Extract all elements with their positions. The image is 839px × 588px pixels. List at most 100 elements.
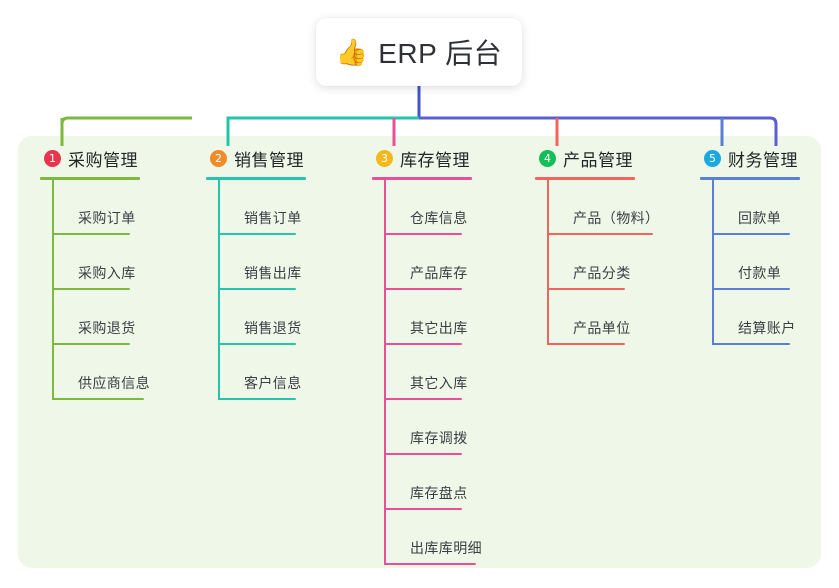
leaf-label: 产品单位: [573, 320, 631, 336]
leaf-item[interactable]: 采购入库: [52, 235, 150, 290]
leaf-item[interactable]: 回款单: [712, 180, 800, 235]
leaf-label: 采购入库: [78, 265, 136, 281]
column-rule-4: [535, 177, 635, 180]
leaf-rule: [712, 288, 790, 290]
leaf-rule: [547, 233, 653, 235]
leaf-list-3: 仓库信息产品库存其它出库其它入库库存调拨库存盘点出库库明细: [372, 180, 482, 565]
leaf-list-1: 采购订单采购入库采购退货供应商信息: [40, 180, 150, 400]
leaf-item[interactable]: 产品单位: [547, 290, 659, 345]
leaf-label: 付款单: [738, 265, 782, 281]
column-header-1[interactable]: 1 采购管理: [40, 145, 150, 171]
column-title-1: 采购管理: [68, 150, 138, 170]
leaf-label: 结算账户: [738, 320, 796, 336]
column-spine-2: [218, 180, 220, 400]
leaf-item[interactable]: 出库库明细: [384, 510, 482, 565]
leaf-label: 仓库信息: [410, 210, 468, 226]
leaf-rule: [384, 563, 476, 565]
column-rule-3: [372, 177, 472, 180]
leaf-label: 其它出库: [410, 320, 468, 336]
leaf-list-5: 回款单付款单结算账户: [700, 180, 800, 345]
leaf-list-2: 销售订单销售出库销售退货客户信息: [206, 180, 306, 400]
leaf-item[interactable]: 销售出库: [218, 235, 306, 290]
leaf-item[interactable]: 销售订单: [218, 180, 306, 235]
thumbs-up-icon: 👍: [335, 37, 369, 67]
column-title-3: 库存管理: [400, 150, 470, 170]
leaf-rule: [712, 343, 790, 345]
column-2: 2 销售管理销售订单销售出库销售退货客户信息: [206, 145, 306, 400]
column-badge-5: 5: [704, 149, 721, 167]
leaf-item[interactable]: 销售退货: [218, 290, 306, 345]
root-node-title: ERP 后台: [378, 38, 503, 69]
leaf-label: 客户信息: [244, 375, 302, 391]
leaf-rule: [52, 288, 130, 290]
column-header-4[interactable]: 4 产品管理: [535, 145, 659, 171]
leaf-rule: [547, 288, 625, 290]
leaf-label: 产品分类: [573, 265, 631, 281]
column-3: 3 库存管理仓库信息产品库存其它出库其它入库库存调拨库存盘点出库库明细: [372, 145, 482, 565]
column-rule-5: [700, 177, 800, 180]
leaf-rule: [547, 343, 625, 345]
leaf-item[interactable]: 采购订单: [52, 180, 150, 235]
column-badge-2: 2: [210, 149, 227, 167]
column-spine-5: [712, 180, 714, 345]
column-header-3[interactable]: 3 库存管理: [372, 145, 482, 171]
leaf-rule: [384, 233, 462, 235]
leaf-label: 销售订单: [244, 210, 302, 226]
leaf-rule: [384, 288, 462, 290]
leaf-rule: [384, 343, 462, 345]
leaf-label: 采购退货: [78, 320, 136, 336]
root-node-card[interactable]: 👍 ERP 后台: [316, 18, 522, 86]
leaf-label: 库存盘点: [410, 485, 468, 501]
leaf-item[interactable]: 付款单: [712, 235, 800, 290]
leaf-item[interactable]: 客户信息: [218, 345, 306, 400]
column-rule-1: [40, 177, 140, 180]
leaf-item[interactable]: 产品库存: [384, 235, 482, 290]
column-badge-4: 4: [539, 149, 556, 167]
leaf-label: 库存调拨: [410, 430, 468, 446]
leaf-item[interactable]: 产品（物料）: [547, 180, 659, 235]
column-header-2[interactable]: 2 销售管理: [206, 145, 306, 171]
leaf-label: 产品库存: [410, 265, 468, 281]
diagram-background-panel: [18, 136, 821, 568]
leaf-label: 供应商信息: [78, 375, 150, 391]
leaf-item[interactable]: 采购退货: [52, 290, 150, 345]
leaf-rule: [52, 233, 130, 235]
leaf-item[interactable]: 结算账户: [712, 290, 800, 345]
leaf-item[interactable]: 仓库信息: [384, 180, 482, 235]
leaf-label: 其它入库: [410, 375, 468, 391]
leaf-rule: [218, 398, 296, 400]
leaf-item[interactable]: 其它入库: [384, 345, 482, 400]
column-badge-3: 3: [376, 149, 393, 167]
column-title-4: 产品管理: [563, 150, 633, 170]
column-4: 4 产品管理产品（物料） 产品分类产品单位: [535, 145, 659, 345]
leaf-item[interactable]: 产品分类: [547, 235, 659, 290]
leaf-rule: [384, 508, 462, 510]
leaf-label: 采购订单: [78, 210, 136, 226]
leaf-rule: [384, 398, 462, 400]
column-spine-3: [384, 180, 386, 565]
leaf-rule: [712, 233, 790, 235]
leaf-label: 销售退货: [244, 320, 302, 336]
column-rule-2: [206, 177, 306, 180]
leaf-item[interactable]: 库存盘点: [384, 455, 482, 510]
leaf-label: 产品（物料）: [573, 210, 660, 226]
column-spine-4: [547, 180, 549, 345]
column-badge-1: 1: [44, 149, 61, 167]
leaf-label: 销售出库: [244, 265, 302, 281]
leaf-rule: [218, 233, 296, 235]
leaf-rule: [218, 288, 296, 290]
column-header-5[interactable]: 5 财务管理: [700, 145, 800, 171]
leaf-rule: [52, 343, 130, 345]
leaf-label: 回款单: [738, 210, 782, 226]
leaf-item[interactable]: 其它出库: [384, 290, 482, 345]
column-title-2: 销售管理: [234, 150, 304, 170]
column-spine-1: [52, 180, 54, 400]
leaf-label: 出库库明细: [410, 540, 482, 556]
column-title-5: 财务管理: [728, 150, 798, 170]
leaf-rule: [384, 453, 462, 455]
leaf-rule: [52, 398, 144, 400]
leaf-item[interactable]: 供应商信息: [52, 345, 150, 400]
leaf-rule: [218, 343, 296, 345]
leaf-item[interactable]: 库存调拨: [384, 400, 482, 455]
